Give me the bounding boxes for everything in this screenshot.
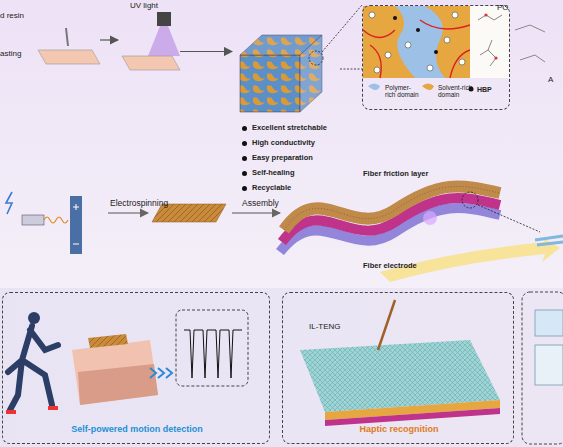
node-text: Easy preparation <box>252 154 352 162</box>
panel-box: IL-TENG Haptic recognition <box>282 292 514 444</box>
node-text: asting <box>0 50 34 59</box>
panel-box: Fiber friction layerFiber electrode <box>275 168 500 296</box>
node-text: Recyclable <box>252 184 352 192</box>
node-text: Excellent stretchable <box>252 124 352 132</box>
annotation-label: PO <box>497 4 527 13</box>
node-text: d resin <box>0 12 40 21</box>
bullet-dot <box>242 186 247 191</box>
annotation-label: Assembly <box>242 199 302 208</box>
flow-arrow <box>180 51 232 52</box>
node-text: Self-healing <box>252 169 352 177</box>
flow-arrow <box>340 69 362 70</box>
panel-box: Excellent stretchableHigh conductivityEa… <box>232 28 340 193</box>
panel-box: d resin asting <box>0 10 100 70</box>
bullet-dot <box>242 171 247 176</box>
node-text: Fiber friction layer <box>363 170 473 178</box>
node-text: Self-powered motion detection <box>3 425 271 435</box>
node-text: IL-TENG <box>309 323 369 332</box>
bullet-dot <box>242 126 247 131</box>
bullet-dot <box>242 141 247 146</box>
annotation-label: Electrospinning <box>110 199 190 208</box>
annotation-label: A <box>548 76 562 85</box>
node-text: UV light <box>130 2 180 11</box>
node-text: Solvent-rich domain <box>438 84 474 98</box>
node-text: Haptic recognition <box>283 425 515 435</box>
flow-arrow <box>100 39 118 40</box>
panel-box: Polymer-rich domain Solvent-rich domainHB… <box>362 5 510 110</box>
panel-box: Self-powered motion detection <box>2 292 270 444</box>
node-text: Polymer-rich domain <box>385 84 421 98</box>
panel-box: UV light <box>118 0 180 75</box>
node-text: HBP <box>477 86 507 94</box>
node-text: Fiber electrode <box>363 262 473 270</box>
node-text: High conductivity <box>252 139 352 147</box>
bullet-dot <box>242 156 247 161</box>
